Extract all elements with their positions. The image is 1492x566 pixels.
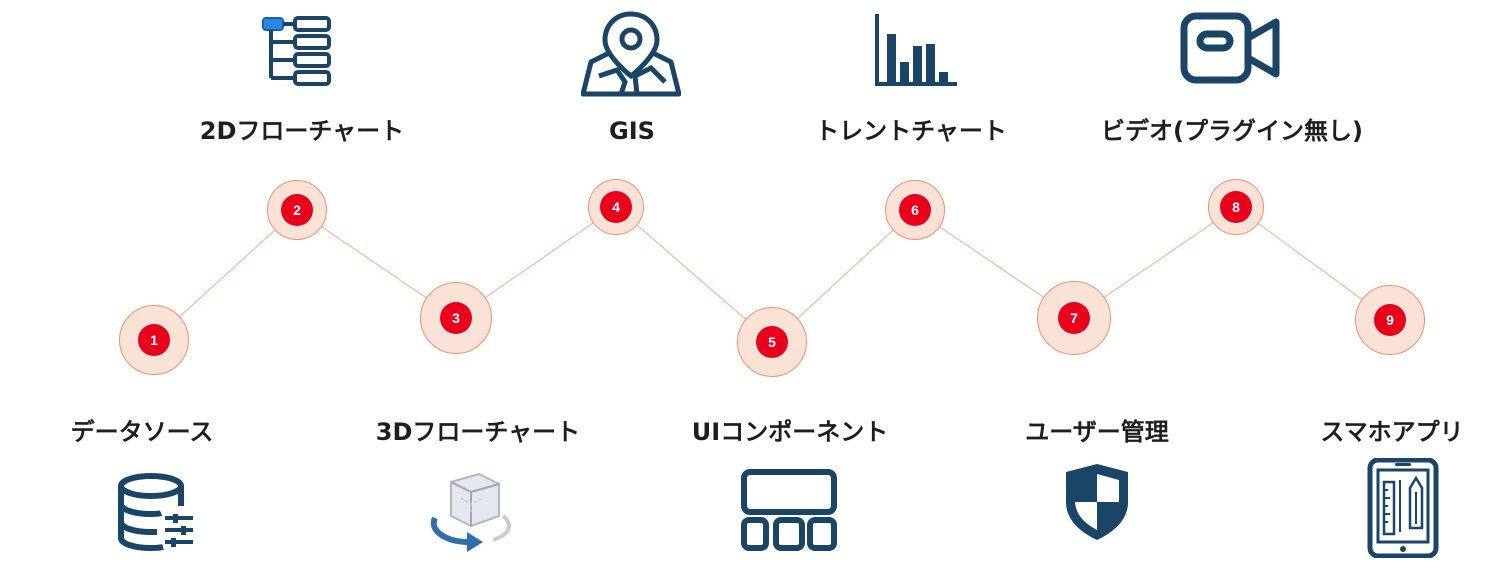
step-badge: 1 bbox=[138, 324, 170, 356]
step-node-3: 3 bbox=[420, 282, 492, 354]
item-label-4: GIS bbox=[609, 117, 655, 145]
step-number: 4 bbox=[612, 199, 620, 215]
step-number: 6 bbox=[911, 202, 919, 218]
shield-icon bbox=[1062, 462, 1132, 542]
step-number: 1 bbox=[150, 332, 158, 348]
step-number: 7 bbox=[1070, 310, 1078, 326]
bar-chart-icon bbox=[873, 14, 959, 88]
step-badge: 5 bbox=[756, 326, 788, 358]
item-label-8: ビデオ(プラグイン無し) bbox=[1101, 117, 1363, 145]
flowchart-2d-icon bbox=[257, 14, 337, 86]
step-badge: 6 bbox=[899, 194, 931, 226]
item-label-2: 2Dフローチャート bbox=[199, 117, 405, 145]
step-node-7: 7 bbox=[1037, 281, 1111, 355]
step-badge: 8 bbox=[1220, 191, 1252, 223]
item-label-9: スマホアプリ bbox=[1320, 418, 1464, 446]
item-label-5: UIコンポーネント bbox=[691, 418, 889, 446]
step-node-1: 1 bbox=[119, 305, 189, 375]
step-badge: 3 bbox=[440, 302, 472, 334]
step-number: 8 bbox=[1232, 199, 1240, 215]
step-number: 5 bbox=[768, 334, 776, 350]
step-node-8: 8 bbox=[1208, 179, 1264, 235]
step-badge: 9 bbox=[1374, 304, 1406, 336]
step-badge: 2 bbox=[281, 194, 313, 226]
step-node-5: 5 bbox=[737, 307, 807, 377]
step-number: 9 bbox=[1386, 312, 1394, 328]
step-node-6: 6 bbox=[885, 180, 945, 240]
step-number: 2 bbox=[293, 202, 301, 218]
ui-components-icon bbox=[739, 468, 839, 552]
map-pin-icon bbox=[581, 10, 681, 98]
item-label-7: ユーザー管理 bbox=[1025, 418, 1169, 446]
step-badge: 4 bbox=[600, 191, 632, 223]
cube-3d-icon bbox=[421, 468, 517, 554]
item-label-6: トレントチャート bbox=[815, 117, 1007, 145]
step-badge: 7 bbox=[1058, 302, 1090, 334]
video-camera-icon bbox=[1180, 12, 1280, 84]
step-node-2: 2 bbox=[267, 180, 327, 240]
item-label-1: データソース bbox=[70, 418, 214, 446]
step-node-9: 9 bbox=[1355, 285, 1425, 355]
step-number: 3 bbox=[452, 310, 460, 326]
tablet-icon bbox=[1366, 458, 1440, 558]
item-label-3: 3Dフローチャート bbox=[375, 418, 581, 446]
step-node-4: 4 bbox=[588, 179, 644, 235]
database-icon bbox=[115, 472, 195, 552]
